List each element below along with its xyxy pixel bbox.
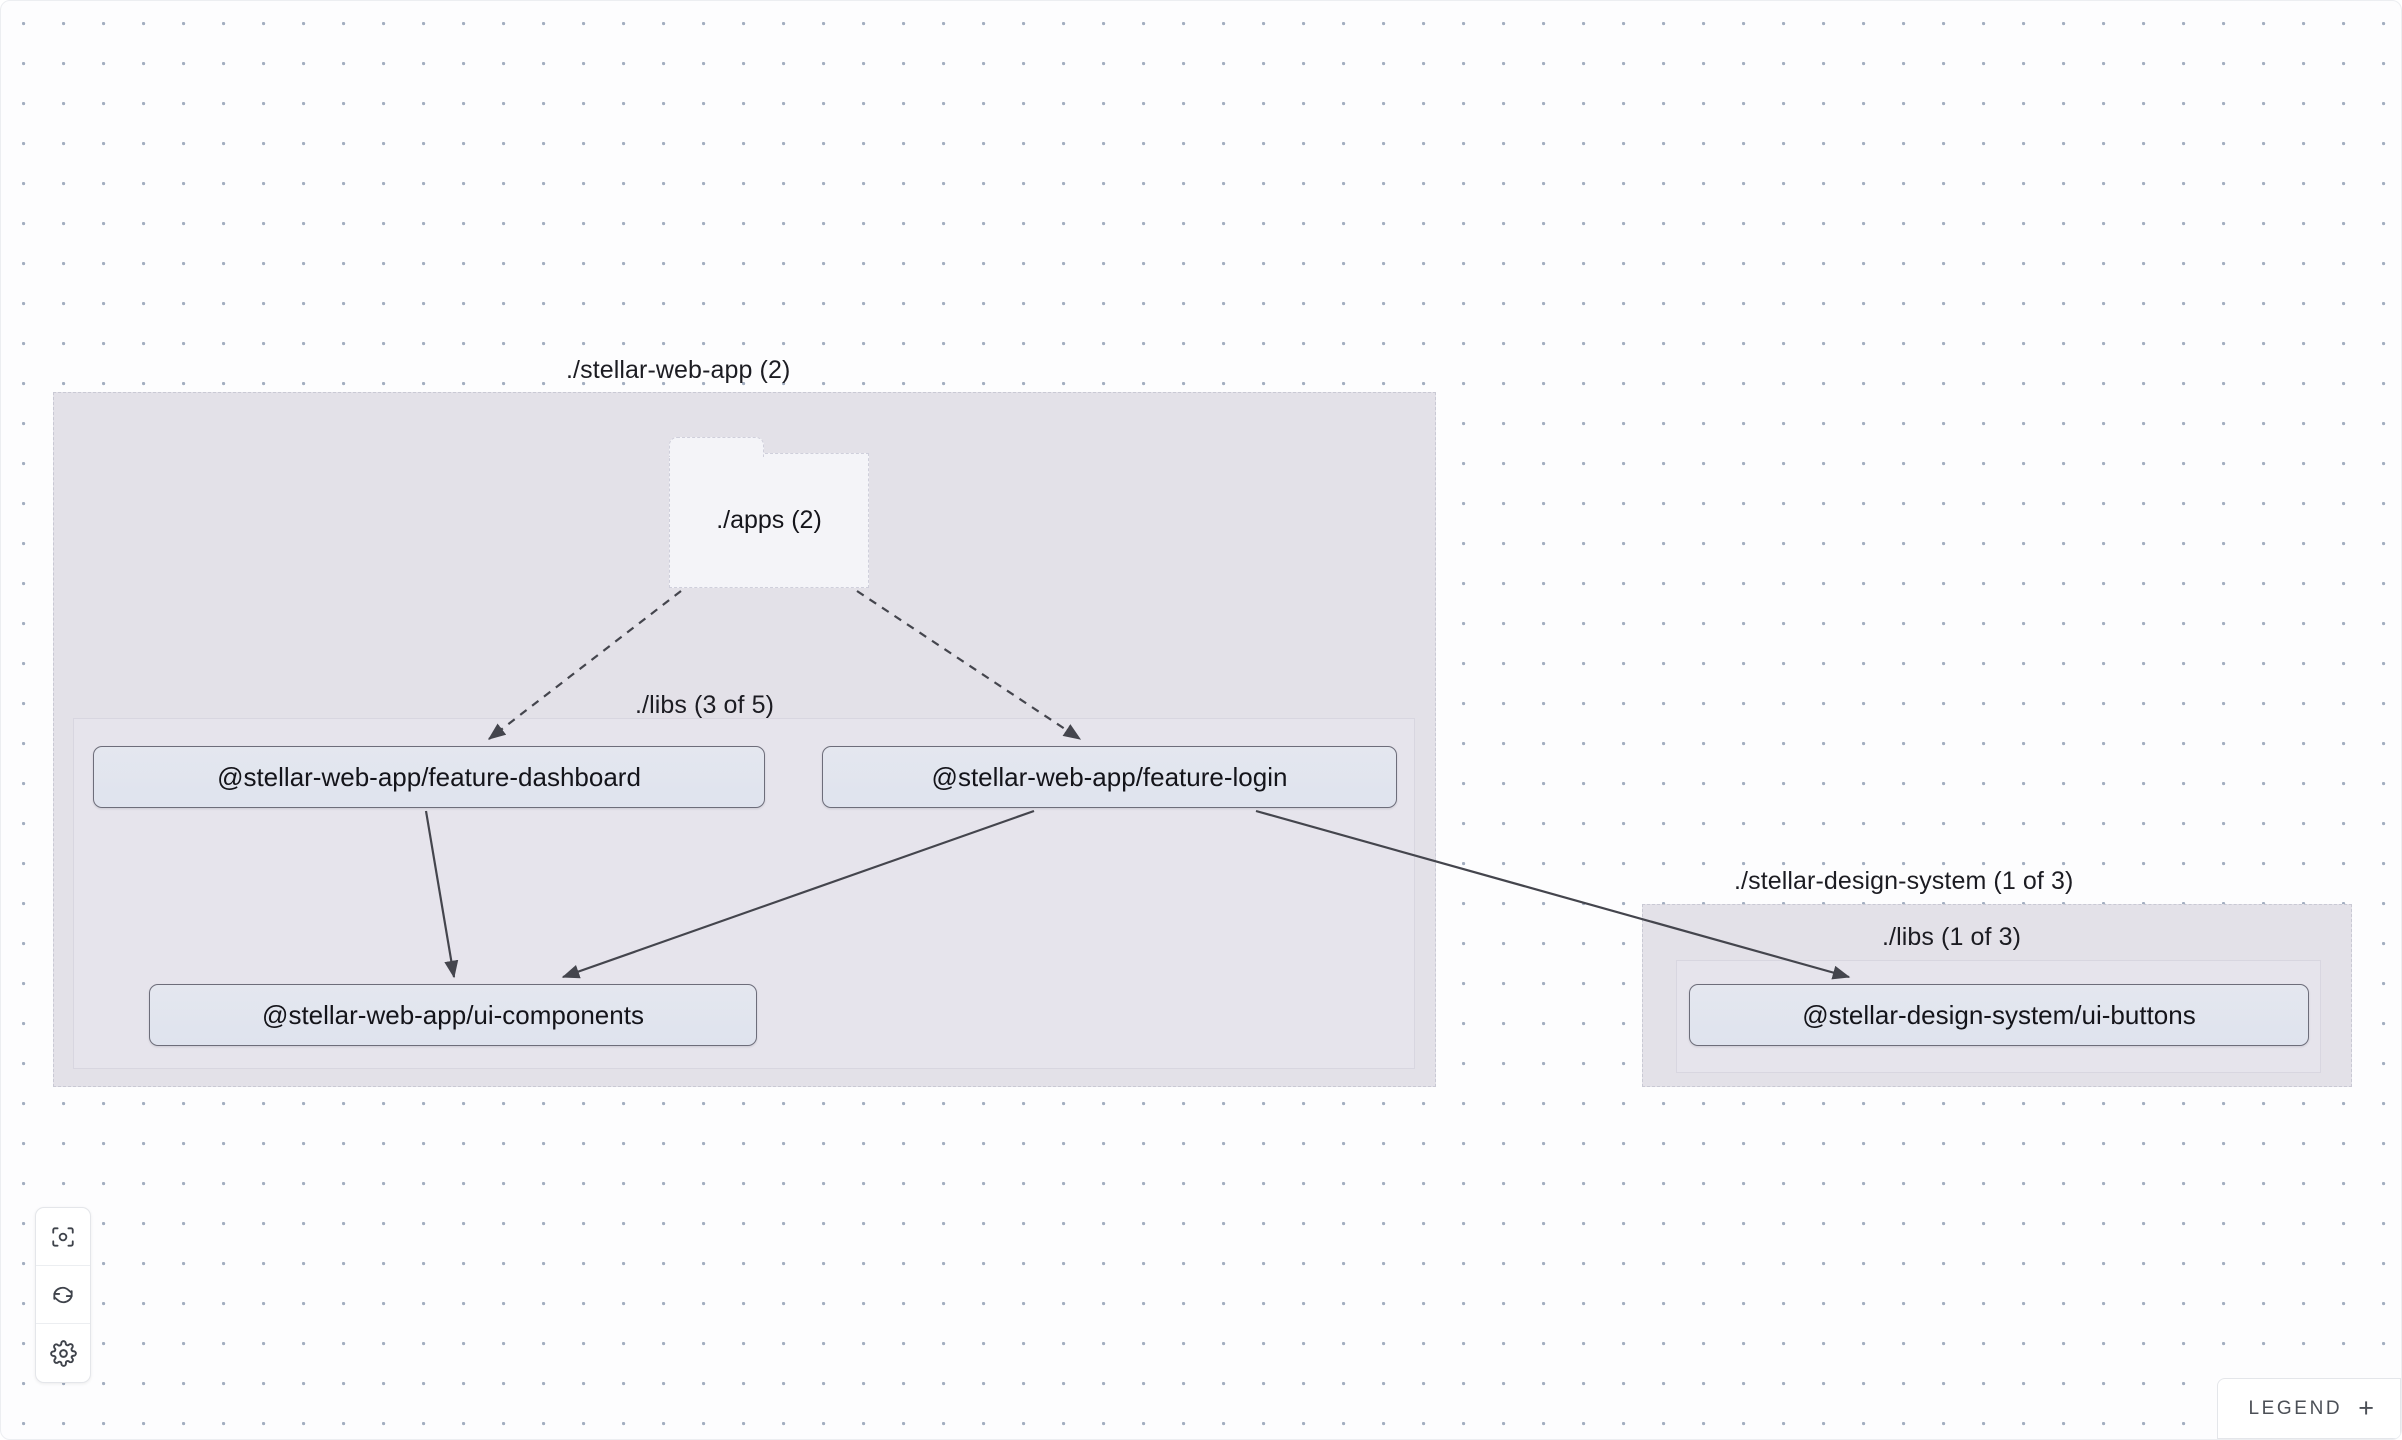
legend-panel[interactable]: LEGEND + <box>2217 1378 2401 1439</box>
focus-graph-button[interactable] <box>36 1208 90 1266</box>
refresh-graph-button[interactable] <box>36 1266 90 1324</box>
node-ui-components[interactable]: @stellar-web-app/ui-components <box>149 984 757 1046</box>
subgroup-label-web-app-libs: ./libs (3 of 5) <box>635 691 775 719</box>
legend-expand-icon[interactable]: + <box>2358 1393 2374 1423</box>
node-feature-dashboard-label: @stellar-web-app/feature-dashboard <box>217 761 641 792</box>
settings-button[interactable] <box>36 1324 90 1382</box>
group-label-stellar-web-app: ./stellar-web-app (2) <box>566 356 791 384</box>
node-feature-login[interactable]: @stellar-web-app/feature-login <box>822 746 1397 808</box>
subgroup-label-design-system-libs: ./libs (1 of 3) <box>1882 923 2022 951</box>
group-label-stellar-design-system: ./stellar-design-system (1 of 3) <box>1734 867 2074 895</box>
folder-node-apps[interactable]: ./apps (2) <box>669 437 869 588</box>
folder-node-apps-label: ./apps (2) <box>716 506 822 534</box>
node-ui-buttons[interactable]: @stellar-design-system/ui-buttons <box>1689 984 2309 1046</box>
node-feature-login-label: @stellar-web-app/feature-login <box>931 761 1288 792</box>
node-feature-dashboard[interactable]: @stellar-web-app/feature-dashboard <box>93 746 765 808</box>
focus-target-icon <box>50 1224 76 1250</box>
node-ui-components-label: @stellar-web-app/ui-components <box>262 999 644 1030</box>
refresh-icon <box>50 1282 76 1308</box>
node-ui-buttons-label: @stellar-design-system/ui-buttons <box>1802 999 2196 1030</box>
legend-label: LEGEND <box>2248 1397 2343 1419</box>
gear-icon <box>49 1339 77 1367</box>
graph-toolbar <box>35 1207 91 1383</box>
